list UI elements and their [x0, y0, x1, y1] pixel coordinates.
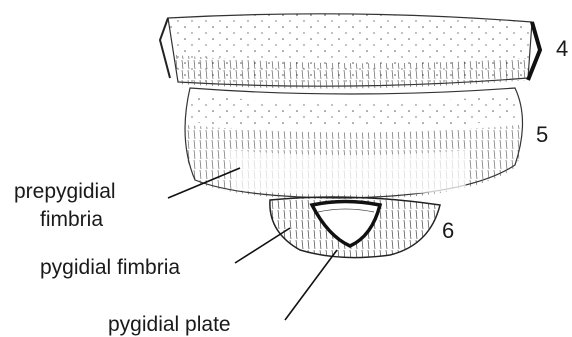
- leader-pygidial-plate: [285, 250, 337, 320]
- segment-4: [160, 14, 540, 89]
- label-prepygidial: prepygidial: [14, 180, 116, 203]
- label-pygidial-plate: pygidial plate: [108, 313, 231, 336]
- segment-label-6: 6: [442, 218, 454, 243]
- label-prepygidial-fimbria: fimbria: [40, 208, 103, 231]
- leader-pygidial-fimbria: [235, 228, 290, 263]
- segment-6: [270, 197, 440, 258]
- segment-5: [184, 88, 522, 200]
- label-pygidial-fimbria: pygidial fimbria: [40, 256, 180, 279]
- segment-label-4: 4: [556, 36, 568, 61]
- segment-label-5: 5: [536, 122, 548, 147]
